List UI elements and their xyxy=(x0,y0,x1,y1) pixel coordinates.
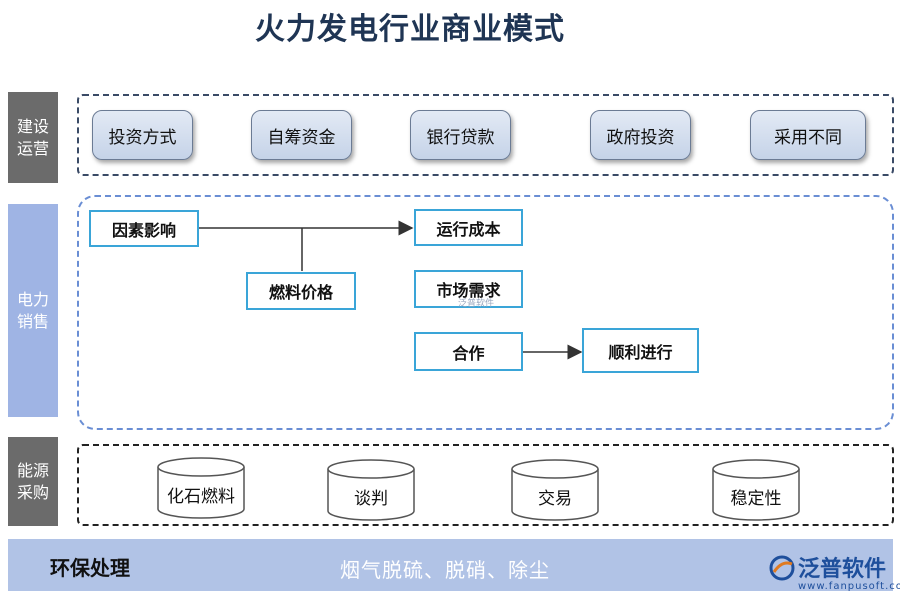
logo-icon xyxy=(769,555,795,581)
environment-text: 烟气脱硫、脱硝、除尘 xyxy=(340,558,550,582)
invest-method-box: 投资方式 xyxy=(92,110,193,160)
government-invest-box: 政府投资 xyxy=(590,110,691,160)
cylinder-label: 化石燃料 xyxy=(167,487,235,507)
cylinder-shape xyxy=(327,459,415,521)
fossil-fuel-cylinder: 化石燃料 xyxy=(156,456,246,520)
self-funding-box: 自筹资金 xyxy=(251,110,352,160)
sales-panel xyxy=(77,195,894,430)
row-label-procurement: 能源 采购 xyxy=(8,437,58,526)
row-label-line2: 采购 xyxy=(16,482,49,502)
cylinder-shape xyxy=(511,459,599,521)
row-label-construction: 建设 运营 xyxy=(8,92,58,183)
transaction-cylinder: 交易 xyxy=(510,458,600,522)
row-label-line2: 运营 xyxy=(16,138,49,158)
cylinder-label: 交易 xyxy=(538,489,572,509)
logo-url: www.fanpusoft.com xyxy=(798,581,900,592)
cylinder-label: 稳定性 xyxy=(730,489,782,509)
operating-cost-node: 运行成本 xyxy=(414,209,523,246)
row-label-sales: 电力 销售 xyxy=(8,204,58,417)
watermark-text: 泛普软件 xyxy=(458,299,495,309)
construction-panel xyxy=(77,94,894,176)
procurement-panel xyxy=(77,444,894,526)
row-label-line2: 销售 xyxy=(16,311,49,331)
cylinder-label: 谈判 xyxy=(354,489,388,509)
row-label-line1: 电力 xyxy=(16,289,49,309)
market-demand-node: 市场需求 xyxy=(414,270,523,308)
cylinder-shape xyxy=(157,457,245,519)
page-title: 火力发电行业商业模式 xyxy=(255,12,565,47)
stability-cylinder: 稳定性 xyxy=(711,458,801,522)
row-label-line1: 能源 xyxy=(16,460,49,480)
logo-name: 泛普软件 xyxy=(798,557,887,582)
row-label-line1: 建设 xyxy=(16,116,49,136)
environment-label: 环保处理 xyxy=(50,556,130,580)
fuel-price-node: 燃料价格 xyxy=(246,272,356,310)
company-logo: 泛普软件 www.fanpusoft.com xyxy=(768,550,900,594)
environment-band xyxy=(8,539,893,591)
cylinder-shape xyxy=(712,459,800,521)
bank-loan-box: 银行贷款 xyxy=(410,110,511,160)
factors-node: 因素影响 xyxy=(89,210,199,247)
cooperation-node: 合作 xyxy=(414,332,523,371)
smooth-progress-node: 顺利进行 xyxy=(582,328,699,373)
negotiation-cylinder: 谈判 xyxy=(326,458,416,522)
adopt-different-box: 采用不同 xyxy=(750,110,866,160)
